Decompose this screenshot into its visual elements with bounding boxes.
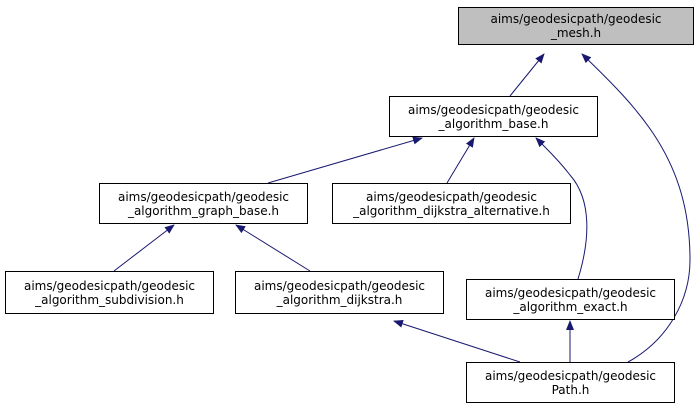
node-label-line1: aims/geodesicpath/geodesic <box>407 102 580 117</box>
node-label-line2: _algorithm_exact.h <box>513 299 628 314</box>
node-geodesic-algorithm-dijkstra[interactable]: aims/geodesicpath/geodesic _algorithm_di… <box>235 271 444 314</box>
edge-exact-to-base <box>535 137 588 280</box>
node-label-line2: _mesh.h <box>550 26 602 40</box>
node-label-line1: aims/geodesicpath/geodesic <box>23 278 196 293</box>
node-label-line2: _algorithm_graph_base.h <box>127 203 280 218</box>
node-label-line2: _algorithm_base.h <box>438 116 549 131</box>
edge-path-to-dijkstra <box>393 319 521 363</box>
node-geodesic-algorithm-base[interactable]: aims/geodesicpath/geodesic _algorithm_ba… <box>389 96 598 137</box>
edge-dijkstra-alt-to-base <box>446 137 475 184</box>
edge-subdivision-to-graph-base <box>113 224 175 272</box>
node-label-line2: _algorithm_dijkstra_alternative.h <box>353 203 550 218</box>
edge-base-to-mesh <box>509 53 545 97</box>
node-label-line2: _algorithm_dijkstra.h <box>276 292 403 307</box>
edge-dijkstra-to-graph-base <box>235 224 311 272</box>
node-label-line2: Path.h <box>551 382 590 397</box>
node-geodesic-algorithm-subdivision[interactable]: aims/geodesicpath/geodesic _algorithm_su… <box>5 271 214 314</box>
node-label-line1: aims/geodesicpath/geodesic <box>484 368 657 383</box>
node-label-line1: aims/geodesicpath/geodesic <box>253 278 426 293</box>
edge-graph-base-to-base <box>267 136 423 184</box>
node-label-line1: aims/geodesicpath/geodesic <box>117 189 290 204</box>
node-label-line2: _algorithm_subdivision.h <box>35 292 184 307</box>
node-label-line1: aims/geodesicpath/geodesic <box>490 12 662 26</box>
node-geodesic-algorithm-dijkstra-alternative[interactable]: aims/geodesicpath/geodesic _algorithm_di… <box>332 183 571 224</box>
node-geodesic-algorithm-exact[interactable]: aims/geodesicpath/geodesic _algorithm_ex… <box>466 279 675 320</box>
node-label-line1: aims/geodesicpath/geodesic <box>484 285 657 300</box>
node-label-line1: aims/geodesicpath/geodesic <box>365 189 538 204</box>
node-geodesic-mesh[interactable]: aims/geodesicpath/geodesic _mesh.h <box>458 7 694 45</box>
node-geodesic-path[interactable]: aims/geodesicpath/geodesic Path.h <box>466 362 675 403</box>
edge-path-to-mesh <box>581 53 691 363</box>
node-geodesic-algorithm-graph-base[interactable]: aims/geodesicpath/geodesic _algorithm_gr… <box>99 183 308 224</box>
